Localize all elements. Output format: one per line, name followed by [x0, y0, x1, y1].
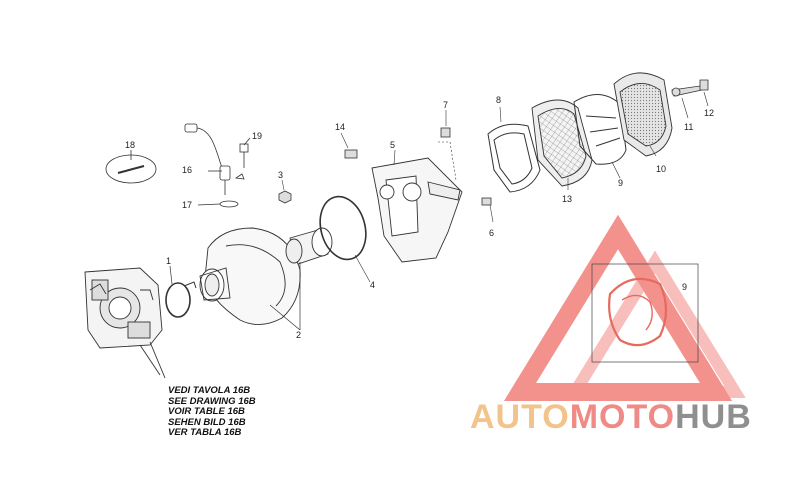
note-line-en: SEE DRAWING 16B [168, 395, 256, 407]
note-line-es: VER TABLA 16B [168, 427, 242, 438]
part-3-nut [278, 179, 292, 204]
part-2-cover [199, 227, 333, 331]
callout-13: 13 [562, 194, 572, 204]
reference-note: VEDI TAVOLA 16B SEE DRAWING 16B VOIR TAB… [168, 385, 256, 439]
part-11-12-fasteners [671, 79, 709, 119]
part-8-frame [487, 106, 541, 193]
callout-10: 10 [656, 164, 666, 174]
part-9-element [573, 94, 627, 179]
note-line-de: SEHEN BILD 16B [168, 416, 246, 428]
watermark-hub: HUB [675, 398, 752, 436]
part-7-screw [438, 110, 457, 181]
callout-labels: 1 2 3 4 5 6 7 8 9 9 10 11 12 13 14 16 17… [125, 95, 714, 340]
callout-5: 5 [390, 140, 395, 150]
callout-11: 11 [684, 122, 693, 132]
callout-14: 14 [335, 122, 345, 132]
watermark-logo: AUTOMOTOHUB [470, 398, 752, 437]
part-16-sensor [184, 123, 251, 208]
callout-9-inset: 9 [682, 282, 687, 292]
callout-9-main: 9 [618, 178, 623, 188]
callout-1: 1 [166, 256, 171, 266]
part-6-screw [481, 197, 494, 223]
callout-17: 17 [182, 200, 192, 210]
callout-6: 6 [489, 228, 494, 238]
callout-19: 19 [252, 131, 262, 141]
callout-8: 8 [496, 95, 501, 105]
callout-3: 3 [278, 170, 283, 180]
throttle-body [84, 267, 166, 379]
part-18-bolt [105, 150, 157, 184]
watermark-moto: MOTO [569, 398, 676, 436]
part-5-airbox [371, 149, 463, 263]
part-14-clip [340, 132, 358, 159]
watermark-auto: AUTO [470, 398, 570, 436]
part-13-filter [531, 99, 593, 190]
watermark-triangle [503, 214, 746, 401]
note-line-it: VEDI TAVOLA 16B [168, 385, 251, 396]
callout-16: 16 [182, 165, 192, 175]
callout-2: 2 [296, 330, 301, 340]
inset-part-9 [591, 263, 699, 363]
callout-7: 7 [443, 100, 448, 110]
callout-4: 4 [370, 280, 375, 290]
note-line-fr: VOIR TABLE 16B [168, 406, 245, 417]
part-4-gasket [319, 195, 371, 283]
part-10-housing [613, 72, 673, 157]
part-1-clamp [165, 265, 197, 318]
callout-12: 12 [704, 108, 714, 118]
callout-18: 18 [125, 140, 135, 150]
